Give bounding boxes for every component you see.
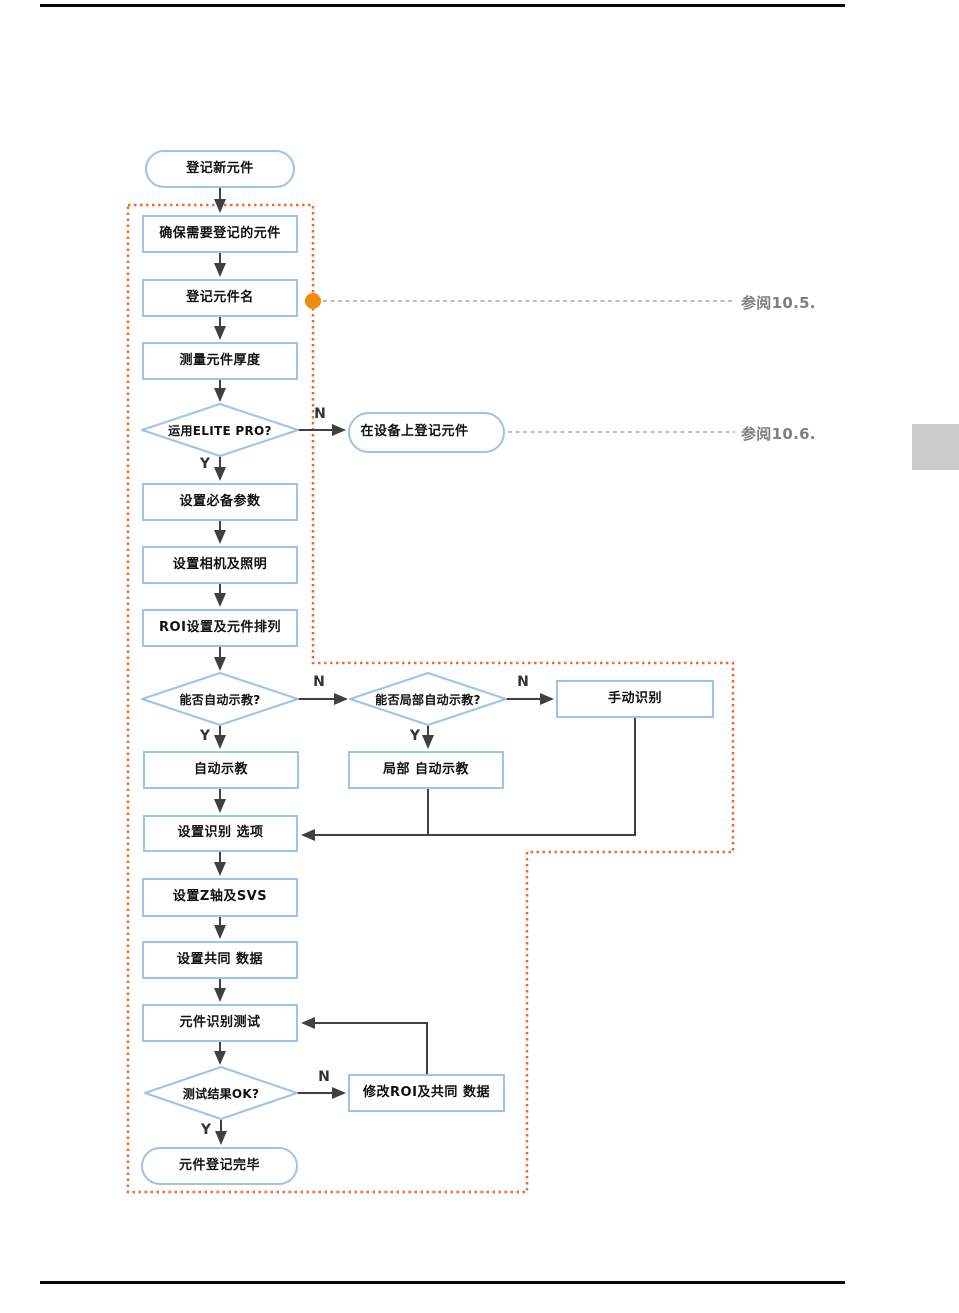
callout-dot-ref-105 bbox=[305, 293, 321, 309]
label-elite-pro-question: 运用ELITE PRO? bbox=[168, 423, 272, 438]
page-bottom-rule bbox=[40, 1281, 845, 1284]
branch-no-elite-pro: N bbox=[314, 406, 326, 422]
node-z-axis-svs: 设置Z轴及SVS bbox=[142, 878, 298, 917]
node-common-data: 设置共同 数据 bbox=[142, 941, 298, 979]
node-measure-thickness: 测量元件厚度 bbox=[142, 342, 298, 380]
node-partial-auto-teach: 局部 自动示教 bbox=[348, 751, 504, 789]
node-roi-layout: ROI设置及元件排列 bbox=[142, 609, 298, 647]
node-auto-teach: 自动示教 bbox=[143, 751, 299, 789]
diamond-test-ok bbox=[144, 1066, 298, 1120]
node-modify-roi: 修改ROI及共同 数据 bbox=[348, 1074, 505, 1112]
diamond-elite-pro bbox=[141, 403, 299, 457]
node-manual-recognition: 手动识别 bbox=[556, 680, 714, 718]
branch-no-test-ok: N bbox=[318, 1069, 330, 1085]
flow-arrows bbox=[214, 188, 636, 1145]
node-recognition-test: 元件识别测试 bbox=[142, 1004, 298, 1042]
branch-no-partial-auto-teach: N bbox=[517, 674, 529, 690]
dotted-group-border bbox=[126, 203, 735, 1194]
branch-yes-partial-auto-teach: Y bbox=[409, 728, 421, 744]
branch-yes-test-ok: Y bbox=[200, 1122, 212, 1138]
label-partial-auto-teach-question: 能否局部自动示教? bbox=[375, 692, 481, 707]
ref-10-6-label: 参阅10.6. bbox=[741, 425, 816, 443]
node-required-params: 设置必备参数 bbox=[142, 483, 298, 521]
chapter-side-tab bbox=[912, 424, 959, 470]
node-camera-lighting: 设置相机及照明 bbox=[142, 546, 298, 584]
branch-no-auto-teach: N bbox=[313, 674, 325, 690]
branch-yes-elite-pro: Y bbox=[199, 456, 211, 472]
node-register-name: 登记元件名 bbox=[142, 279, 298, 317]
node-recognition-options: 设置识别 选项 bbox=[143, 815, 298, 852]
node-register-on-machine: 在设备上登记元件 bbox=[348, 412, 505, 453]
node-end: 元件登记完毕 bbox=[141, 1147, 298, 1185]
diamond-partial-auto-teach bbox=[349, 672, 507, 726]
label-test-ok-question: 测试结果OK? bbox=[182, 1086, 260, 1101]
label-auto-teach-question: 能否自动示教? bbox=[179, 692, 261, 707]
ref-10-5-label: 参阅10.5. bbox=[741, 294, 816, 312]
node-confirm-component: 确保需要登记的元件 bbox=[142, 215, 298, 253]
decision-diamonds bbox=[141, 403, 507, 1120]
page-top-rule bbox=[40, 4, 845, 7]
branch-yes-auto-teach: Y bbox=[199, 728, 211, 744]
node-start: 登记新元件 bbox=[145, 150, 295, 188]
diamond-auto-teach bbox=[141, 672, 299, 726]
